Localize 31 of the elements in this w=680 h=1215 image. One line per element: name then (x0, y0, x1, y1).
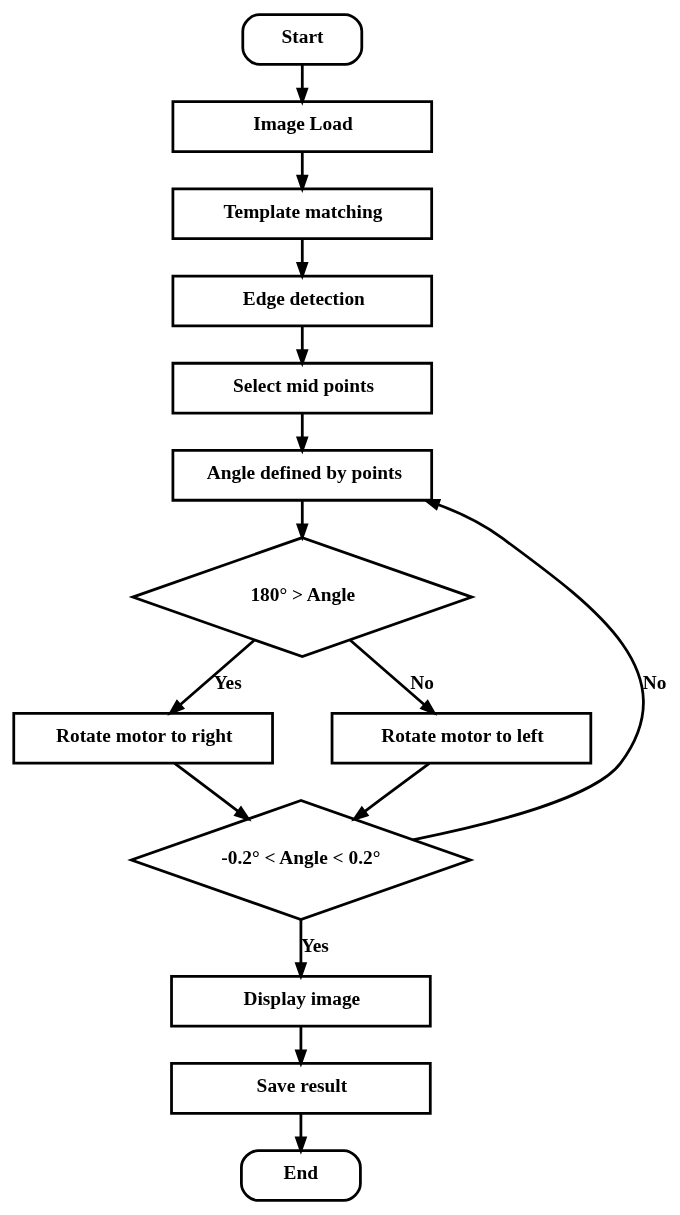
arrow (295, 152, 309, 193)
node-box: Display image (170, 974, 432, 1028)
arrow (295, 239, 309, 281)
arrow (294, 1026, 308, 1068)
arrow (295, 500, 309, 542)
arrow (412, 498, 645, 842)
node-box: End (240, 1149, 362, 1202)
arrow (294, 919, 308, 981)
node-box: Edge detection (171, 274, 434, 328)
arrow (167, 638, 256, 716)
edge-label: Yes (300, 934, 329, 956)
arrow (295, 326, 309, 368)
arrow (173, 762, 252, 822)
arrow (295, 64, 309, 106)
edge-label: Yes (213, 671, 242, 693)
node-box: Save result (170, 1062, 432, 1115)
arrow (294, 1113, 308, 1155)
arrow (351, 762, 431, 822)
node-box: Start (241, 13, 364, 66)
arrow (349, 638, 438, 716)
node-box: Rotate motor to right (12, 711, 274, 765)
node-box: Template matching (171, 187, 434, 241)
edge-label: No (410, 671, 434, 693)
edge-label: No (642, 671, 667, 693)
node-box: Image Load (171, 100, 434, 153)
node-diamond: 180° > Angle (128, 536, 476, 659)
node-diamond: -0.2° < Angle < 0.2° (127, 799, 475, 921)
node-box: Select mid points (171, 361, 434, 415)
arrow (295, 413, 309, 455)
node-box: Rotate motor to left (330, 711, 593, 765)
node-box: Angle defined by points (171, 449, 434, 502)
